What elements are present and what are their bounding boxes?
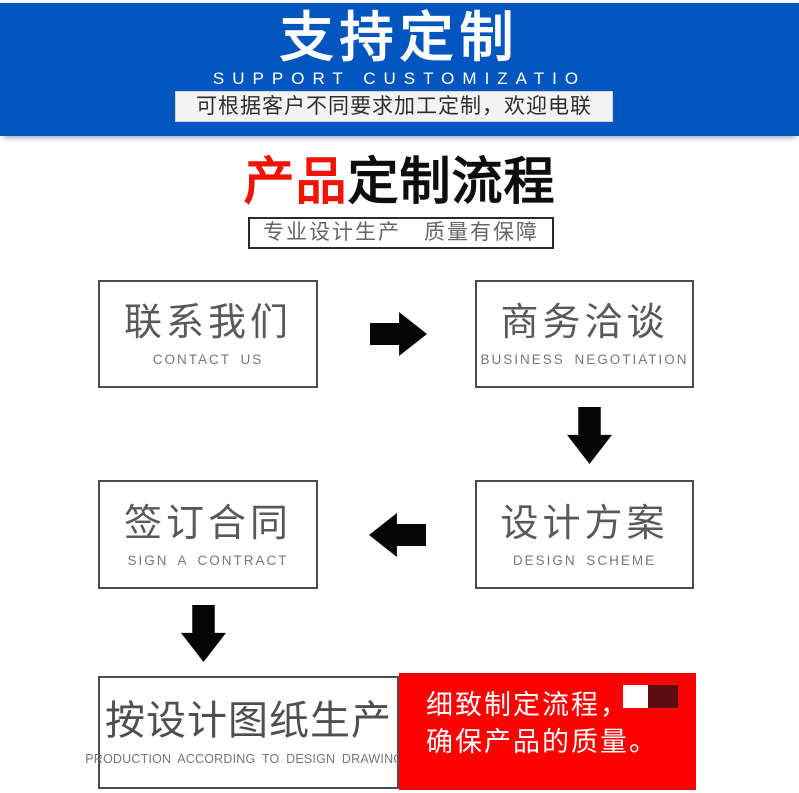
quality-note-line1: 细致制定流程，	[426, 690, 629, 720]
step-contact-us: 联系我们 CONTACT US	[98, 280, 318, 388]
arrow-down-icon-1	[567, 407, 612, 464]
step-contact-us-label: 联系我们	[123, 302, 292, 344]
decor-square-white	[623, 685, 648, 708]
section-title-highlight: 产品	[243, 153, 348, 210]
section-title: 产品定制流程	[0, 153, 799, 211]
arrow-left-icon	[369, 513, 426, 557]
step-contact-us-caption: CONTACT US	[152, 352, 264, 367]
step-sign-contract: 签订合同 SIGN A CONTRACT	[98, 480, 318, 589]
step-design-scheme-caption: DESIGN SCHEME	[512, 552, 657, 568]
section-title-rest: 定制流程	[347, 153, 556, 210]
step-business-negotiation-label: 商务洽谈	[500, 302, 669, 344]
step-production-caption: PRODUCTION ACCORDING TO DESIGN DRAWINGS	[85, 751, 412, 766]
decor-square-dark	[648, 685, 678, 708]
step-production: 按设计图纸生产 PRODUCTION ACCORDING TO DESIGN D…	[85, 676, 412, 789]
banner-notice: 可根据客户不同要求加工定制，欢迎电联	[175, 91, 613, 122]
header-banner: 支持定制 SUPPORT CUSTOMIZATIO 可根据客户不同要求加工定制，…	[0, 3, 799, 136]
tagline-box: 专业设计生产 质量有保障	[248, 217, 554, 249]
step-business-negotiation: 商务洽谈 BUSINESS NEGOTIATION	[475, 280, 694, 388]
quality-note: 细致制定流程， 确保产品的质量。	[399, 673, 696, 790]
banner-title: 支持定制	[279, 8, 520, 68]
quality-note-line2: 确保产品的质量。	[426, 727, 658, 757]
step-design-scheme-label: 设计方案	[500, 502, 669, 545]
step-design-scheme: 设计方案 DESIGN SCHEME	[475, 480, 694, 589]
step-sign-contract-caption: SIGN A CONTRACT	[127, 552, 289, 568]
step-production-label: 按设计图纸生产	[105, 698, 392, 743]
step-business-negotiation-caption: BUSINESS NEGOTIATION	[480, 352, 689, 367]
banner-subtitle: SUPPORT CUSTOMIZATIO	[212, 69, 587, 88]
arrow-right-icon	[370, 312, 427, 356]
arrow-down-icon-2	[181, 605, 226, 662]
step-sign-contract-label: 签订合同	[123, 502, 292, 545]
